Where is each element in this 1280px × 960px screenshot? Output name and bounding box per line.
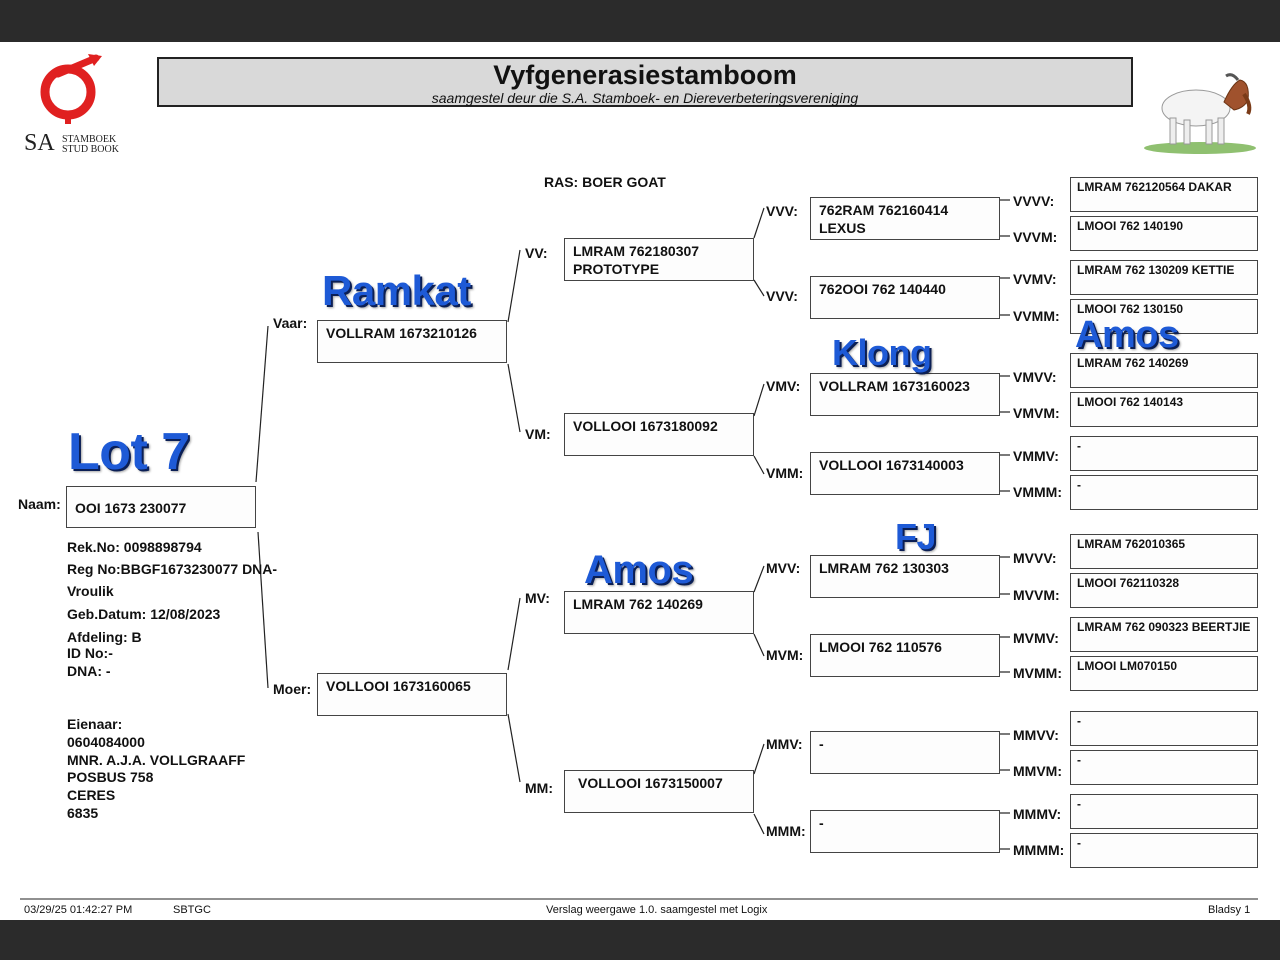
mmvm-label: MMVM: — [1013, 763, 1062, 779]
vvvv-box: LMRAM 762120564 DAKAR — [1070, 177, 1258, 212]
mvv-label: MVV: — [766, 560, 801, 576]
title-banner: Vyfgenerasiestamboom saamgestel deur die… — [157, 57, 1133, 107]
vvmm-label: VVMM: — [1013, 308, 1060, 324]
footer-code: SBTGC — [173, 904, 211, 916]
birth-date: Geb.Datum: 12/08/2023 — [67, 606, 221, 622]
vvv-label: VVV: — [766, 203, 798, 219]
goat-illustration — [1140, 64, 1260, 154]
vvvm-box: LMOOI 762 140190 — [1070, 216, 1258, 251]
mmmv-box: - — [1070, 794, 1258, 829]
vmmm-label: VMMM: — [1013, 484, 1062, 500]
vmvm-label: VMVM: — [1013, 405, 1060, 421]
mvmv-label: MVMV: — [1013, 630, 1059, 646]
breed-label: RAS: BOER GOAT — [544, 174, 666, 190]
mvvv-box: LMRAM 762010365 — [1070, 534, 1258, 569]
goat-icon — [1144, 73, 1256, 154]
owner-box: POSBUS 758 — [67, 769, 154, 785]
mmm-box: - — [810, 810, 1000, 853]
annotation-vmvv: Amos — [1075, 314, 1179, 356]
moer-label: Moer: — [273, 681, 312, 697]
vv-label: VV: — [525, 245, 548, 261]
mvvm-label: MVVM: — [1013, 587, 1060, 603]
page-title: Vyfgenerasiestamboom — [493, 60, 797, 90]
vm-box: VOLLOOI 1673180092 — [564, 413, 754, 456]
vvvv-label: VVVV: — [1013, 193, 1055, 209]
mm-box: VOLLOOI 1673150007 — [564, 770, 754, 813]
mmmm-box: - — [1070, 833, 1258, 868]
vmmv-label: VMMV: — [1013, 448, 1059, 464]
vv-box: LMRAM 762180307 PROTOTYPE — [564, 238, 754, 281]
mvmm-label: MVMM: — [1013, 665, 1062, 681]
vmv-box: VOLLRAM 1673160023 — [810, 373, 1000, 416]
mvvv-label: MVVV: — [1013, 550, 1057, 566]
mmmv-label: MMMV: — [1013, 806, 1062, 822]
vmvv-label: VMVV: — [1013, 369, 1057, 385]
dna: DNA: - — [67, 663, 111, 679]
mvm-box: LMOOI 762 110576 — [810, 634, 1000, 677]
vvmv-label: VVMV: — [1013, 271, 1057, 287]
vmvm-box: LMOOI 762 140143 — [1070, 392, 1258, 427]
reg-no: Reg No:BBGF1673230077 DNA- — [67, 561, 278, 577]
logo-symbol-icon — [40, 54, 102, 124]
mvm-label: MVM: — [766, 647, 804, 663]
annotation-vmv: Klong — [832, 332, 932, 373]
vmm-box: VOLLOOI 1673140003 — [810, 452, 1000, 495]
mmm-label: MMM: — [766, 823, 806, 839]
vmmv-box: - — [1070, 436, 1258, 471]
mm-label: MM: — [525, 780, 553, 796]
owner-name: MNR. A.J.A. VOLLGRAAFF — [67, 752, 246, 768]
dam-box: VOLLOOI 1673160065 — [317, 673, 507, 716]
afdeling: Afdeling: B — [67, 629, 142, 645]
animal-name-box: OOI 1673 230077 — [66, 486, 256, 528]
vvm-label: VVV: — [766, 288, 798, 304]
footer-timestamp: 03/29/25 01:42:27 PM — [24, 904, 133, 916]
mvmm-box: LMOOI LM070150 — [1070, 656, 1258, 691]
annotation-mv: Amos — [584, 548, 694, 592]
vvmv-box: LMRAM 762 130209 KETTIE — [1070, 260, 1258, 295]
owner-number: 0604084000 — [67, 734, 145, 750]
owner-label: Eienaar: — [67, 716, 123, 732]
pedigree-page: SA STAMBOEK STUD BOOK Vyfgenerasiestambo… — [0, 42, 1280, 920]
mmvm-box: - — [1070, 750, 1258, 785]
vmm-label: VMM: — [766, 465, 804, 481]
footer-report: Verslag weergawe 1.0. saamgestel met Log… — [546, 904, 768, 916]
mmv-label: MMV: — [766, 736, 803, 752]
footer-page: Bladsy 1 — [1208, 904, 1251, 916]
vmmm-box: - — [1070, 475, 1258, 510]
mvv-box: LMRAM 762 130303 — [810, 555, 1000, 598]
vvm-box: 762OOI 762 140440 — [810, 276, 1000, 319]
annotation-mvv: FJ — [895, 516, 937, 557]
rek-no: Rek.No: 0098898794 — [67, 539, 202, 555]
annotation-lot: Lot 7 — [68, 423, 190, 481]
mmv-box: - — [810, 731, 1000, 774]
sire-box: VOLLRAM 1673210126 — [317, 320, 507, 363]
owner-code: 6835 — [67, 805, 99, 821]
mvmv-box: LMRAM 762 090323 BEERTJIE — [1070, 617, 1258, 652]
vvmm-box: LMOOI 762 130150 — [1070, 299, 1258, 334]
vvvm-label: VVVM: — [1013, 229, 1058, 245]
mv-box: LMRAM 762 140269 — [564, 591, 754, 634]
mmmm-label: MMMM: — [1013, 842, 1065, 858]
annotation-sire: Ramkat — [322, 267, 471, 314]
logo-line1: STAMBOEK — [62, 134, 117, 145]
naam-label: Naam: — [18, 496, 61, 512]
vm-label: VM: — [525, 426, 551, 442]
logo-sa-text: SA — [24, 130, 55, 156]
mv-label: MV: — [525, 590, 550, 606]
mvvm-box: LMOOI 762110328 — [1070, 573, 1258, 608]
page-subtitle: saamgestel deur die S.A. Stamboek- en Di… — [431, 90, 859, 106]
vvv-box: 762RAM 762160414 LEXUS — [810, 197, 1000, 240]
mmvv-box: - — [1070, 711, 1258, 746]
sex: Vroulik — [67, 583, 114, 599]
id-no: ID No:- — [67, 645, 113, 661]
vmv-label: VMV: — [766, 378, 801, 394]
owner-town: CERES — [67, 787, 116, 803]
mmvv-label: MMVV: — [1013, 727, 1059, 743]
vmvv-box: LMRAM 762 140269 — [1070, 353, 1258, 388]
logo-line2: STUD BOOK — [62, 144, 119, 155]
vaar-label: Vaar: — [273, 315, 308, 331]
pedigree-connector-lines — [20, 199, 1258, 900]
stud-book-logo: SA STAMBOEK STUD BOOK — [22, 54, 132, 156]
